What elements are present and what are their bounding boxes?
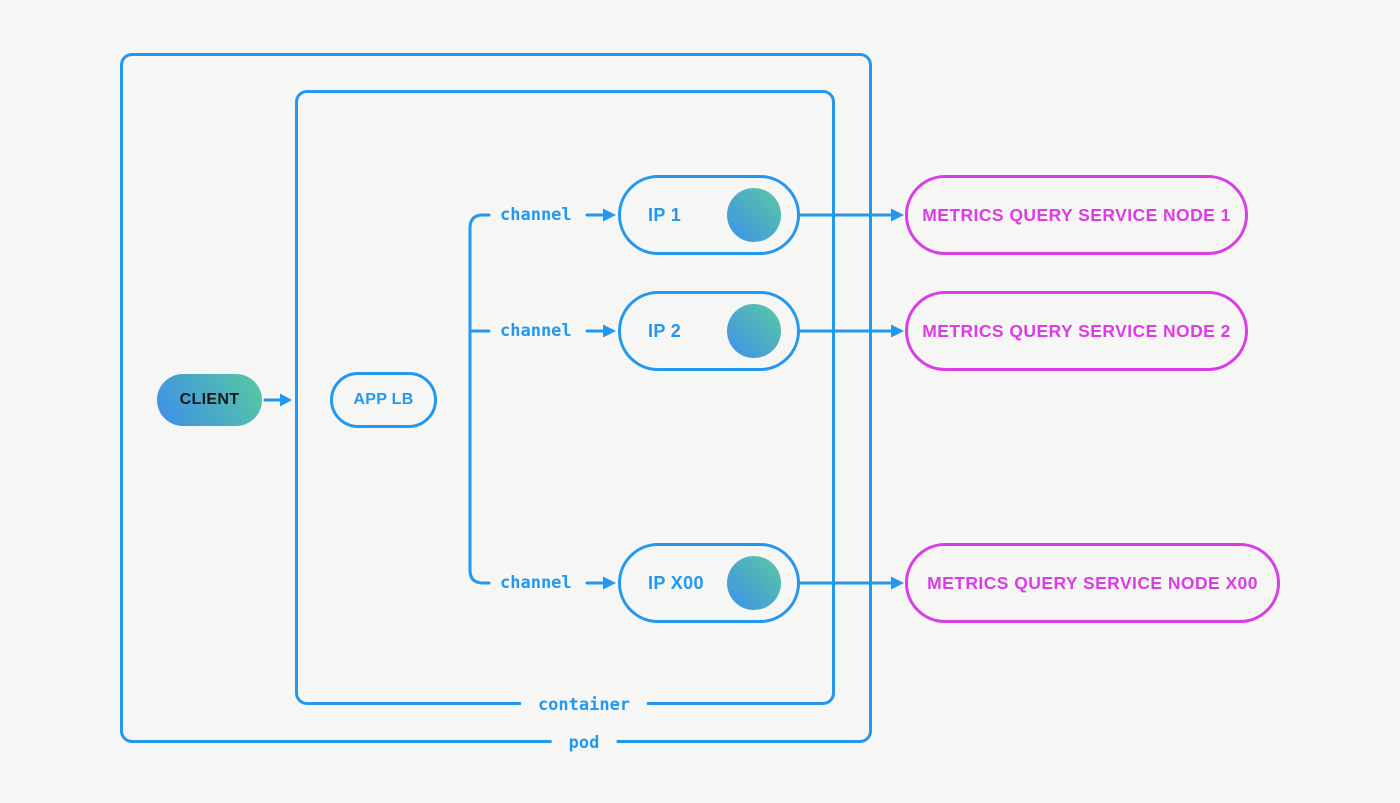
metrics-node-2-label: METRICS QUERY SERVICE NODE 2 xyxy=(922,320,1231,341)
ip-node-1: IP 1 xyxy=(618,175,800,255)
pod-box xyxy=(120,53,872,743)
ip-node-x00: IP X00 xyxy=(618,543,800,623)
app-lb-node: APP LB xyxy=(330,372,437,428)
ip-node-2: IP 2 xyxy=(618,291,800,371)
container-label: container xyxy=(520,692,648,718)
metrics-node-2: METRICS QUERY SERVICE NODE 2 xyxy=(905,291,1248,371)
metrics-node-x00: METRICS QUERY SERVICE NODE X00 xyxy=(905,543,1280,623)
app-lb-label: APP LB xyxy=(353,391,414,408)
ip-node-1-label: IP 1 xyxy=(648,204,682,225)
gradient-circle-icon xyxy=(727,188,781,242)
channel-label-2: channel xyxy=(500,321,572,341)
gradient-circle-icon xyxy=(727,304,781,358)
channel-label-1: channel xyxy=(500,205,572,225)
metrics-node-x00-label: METRICS QUERY SERVICE NODE X00 xyxy=(927,572,1258,593)
channel-label-3: channel xyxy=(500,573,572,593)
ip-node-x00-label: IP X00 xyxy=(648,572,704,593)
ipx00-to-nodex00-arrow-head xyxy=(891,576,904,590)
ip1-to-node1-arrow-head xyxy=(891,208,904,222)
pod-label: pod xyxy=(551,730,617,756)
ip2-to-node2-arrow-head xyxy=(891,324,904,338)
metrics-node-1: METRICS QUERY SERVICE NODE 1 xyxy=(905,175,1248,255)
gradient-circle-icon xyxy=(727,556,781,610)
ip-node-2-label: IP 2 xyxy=(648,320,682,341)
client-label: CLIENT xyxy=(179,391,240,408)
client-node: CLIENT xyxy=(157,374,262,426)
metrics-node-1-label: METRICS QUERY SERVICE NODE 1 xyxy=(922,204,1231,225)
